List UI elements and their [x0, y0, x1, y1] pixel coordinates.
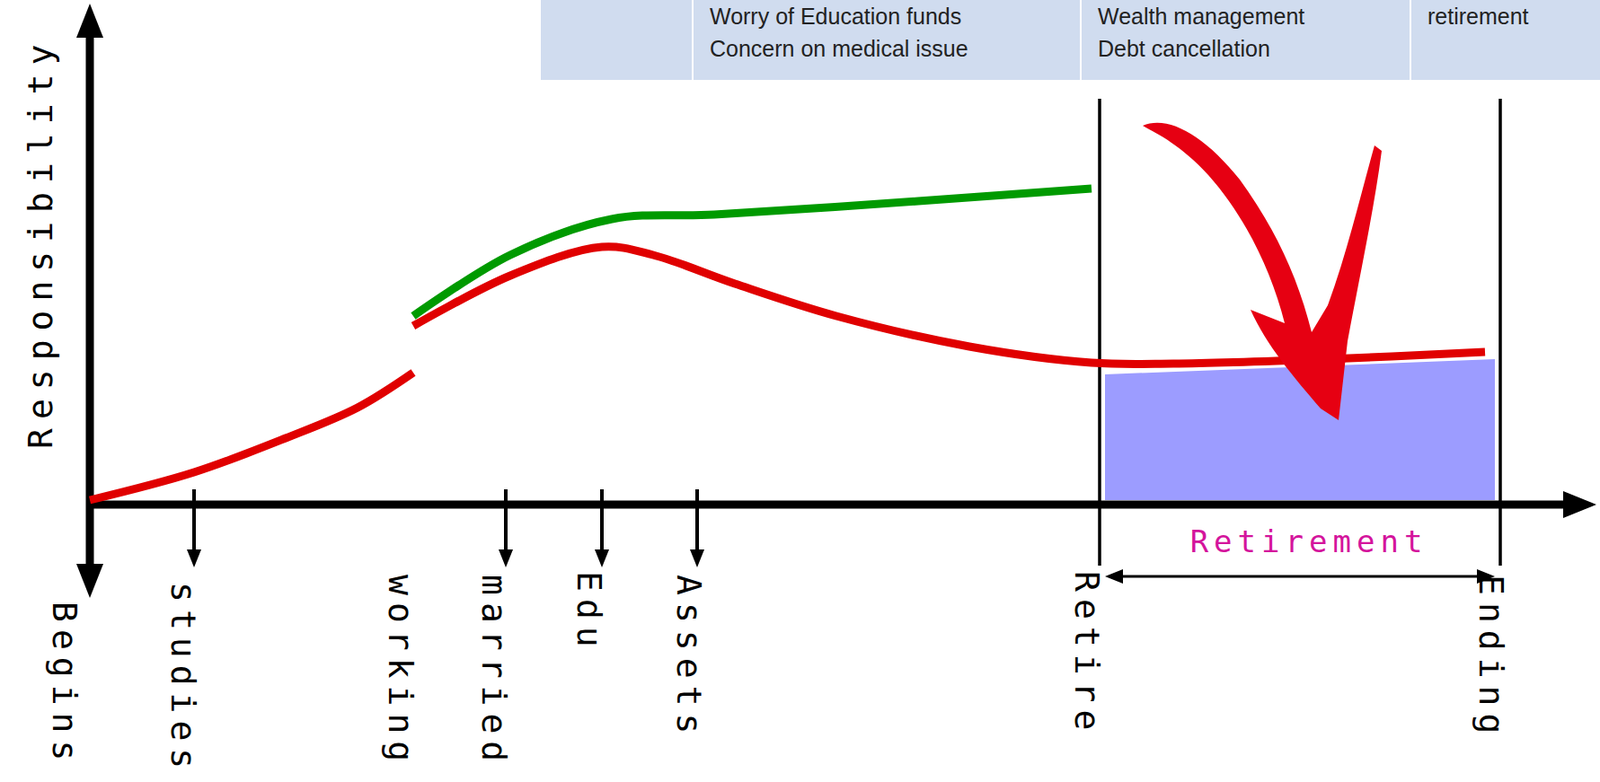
- stage-label: studies: [166, 582, 201, 777]
- cell-text: Worry of Education funds: [709, 0, 1070, 33]
- axis-title: Responsibility: [23, 35, 58, 450]
- cell-text: retirement: [1427, 0, 1590, 33]
- table-cell: retirement: [1411, 0, 1600, 80]
- table-cell: Wealth managementDebt cancellation: [1081, 0, 1410, 80]
- table-cell: [540, 0, 692, 80]
- stage-label: Assets: [671, 574, 707, 742]
- y-axis: [86, 26, 95, 575]
- retire-line: [1097, 98, 1102, 566]
- cell-text: Wealth management: [1097, 0, 1399, 33]
- table-cell: Worry of Education fundsConcern on medic…: [693, 0, 1080, 80]
- stage-label: Retire: [1069, 571, 1105, 738]
- x-axis: [86, 501, 1571, 510]
- axis-arrowhead: [76, 564, 104, 599]
- stage-label: Ending: [1474, 574, 1509, 742]
- stage-label: Begins: [47, 601, 82, 769]
- axis-arrowhead: [76, 3, 104, 38]
- stage-label: Edu: [572, 571, 607, 655]
- tick-arrows: [194, 489, 698, 556]
- stage-label: working: [383, 574, 418, 770]
- ending-line: [1498, 98, 1503, 566]
- stage-label: married: [477, 574, 512, 770]
- income-curve: [413, 188, 1092, 317]
- red-brush-arrow: [1142, 123, 1382, 421]
- tick-arrowheads: [186, 549, 705, 568]
- axis-arrowhead: [1563, 491, 1597, 519]
- period-label: Retirement: [1188, 526, 1431, 557]
- cell-text: Concern on medical issue: [709, 32, 1070, 65]
- span-arrow: [1113, 575, 1486, 579]
- span-arrowhead: [1104, 569, 1123, 584]
- responsibility-curve-early: [89, 372, 414, 501]
- cell-text: Debt cancellation: [1097, 32, 1399, 65]
